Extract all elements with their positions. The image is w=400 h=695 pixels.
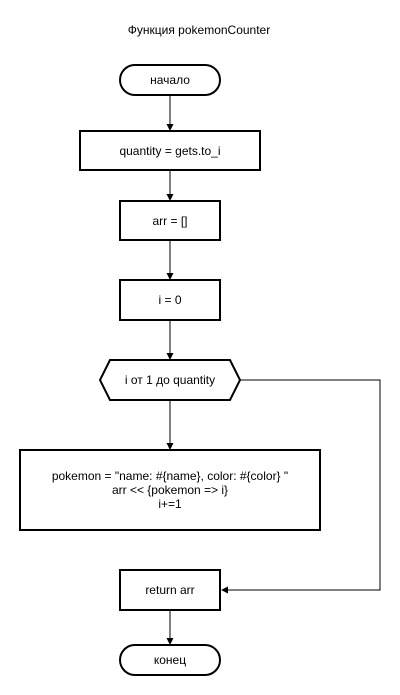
- body-line-3: i+=1: [158, 497, 182, 511]
- loop-hexagon: [98, 359, 242, 401]
- loop-label: i от 1 до quantity: [125, 373, 215, 387]
- i-init-process: [119, 279, 221, 321]
- end-terminator: [119, 644, 221, 676]
- return-label: return arr: [145, 583, 194, 597]
- edge-loop-exit-to-return: [226, 379, 381, 591]
- return-process: [119, 569, 221, 611]
- quantity-node: quantity = gets.to_i: [79, 130, 261, 171]
- arrowhead-arr: [166, 194, 174, 201]
- quantity-process: [79, 130, 261, 171]
- arrowhead-return-side: [221, 586, 228, 594]
- return-node: return arr: [119, 569, 221, 611]
- body-node: pokemon = "name: #{name}, color: #{color…: [19, 449, 321, 531]
- end-node: конец: [119, 644, 221, 676]
- end-label: конец: [154, 653, 186, 667]
- body-line-2: arr << {pokemon => i}: [112, 483, 228, 497]
- arrowhead-quantity: [166, 124, 174, 131]
- loop-node: i от 1 до quantity: [98, 359, 242, 401]
- quantity-label: quantity = gets.to_i: [119, 144, 220, 158]
- start-terminator: [119, 64, 221, 96]
- body-process: [19, 449, 321, 531]
- start-node: начало: [119, 64, 221, 96]
- arr-init-label: arr = []: [152, 214, 187, 228]
- start-label: начало: [150, 73, 190, 87]
- i-init-node: i = 0: [119, 279, 221, 321]
- arr-init-node: arr = []: [119, 200, 221, 241]
- body-line-1: pokemon = "name: #{name}, color: #{color…: [52, 469, 288, 483]
- arrowhead-loop: [166, 353, 174, 360]
- arrowhead-i: [166, 273, 174, 280]
- arrowhead-body: [166, 443, 174, 450]
- diagram-title: Функция pokemonCounter: [128, 23, 270, 37]
- edges: [166, 95, 381, 645]
- arrowhead-end: [166, 638, 174, 645]
- i-init-label: i = 0: [158, 293, 181, 307]
- arr-init-process: [119, 200, 221, 241]
